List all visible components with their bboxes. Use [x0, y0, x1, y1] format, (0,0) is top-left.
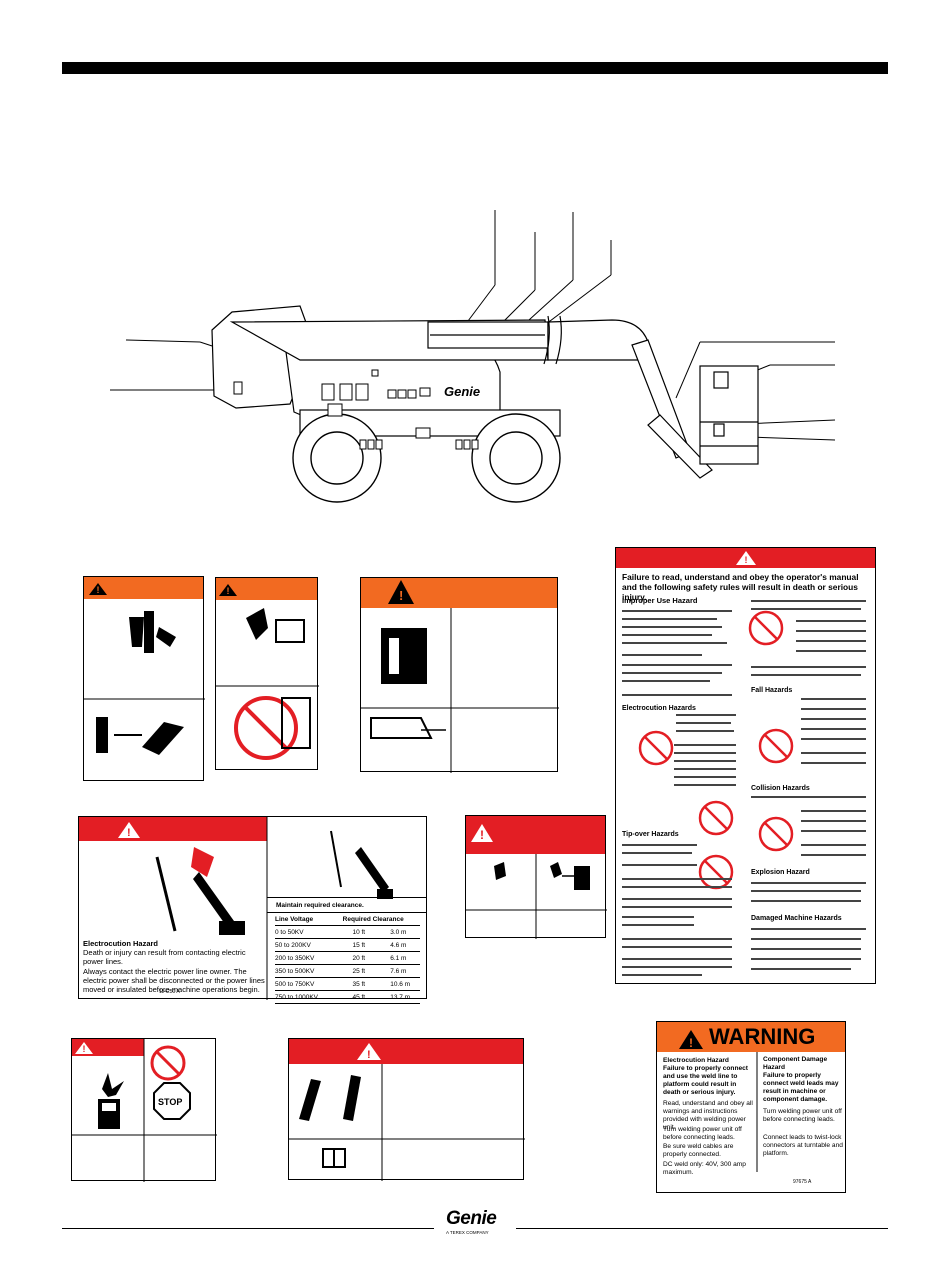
footer-tagline: A TEREX COMPANY [446, 1230, 489, 1235]
svg-text:!: ! [689, 1036, 693, 1050]
safety-headline: Failure to read, understand and obey the… [622, 572, 859, 602]
crush-hazard-decal: ! [83, 576, 205, 781]
svg-text:!: ! [127, 827, 131, 839]
fall-hazard-decal: ! [215, 577, 319, 770]
table-row: 0 to 50KV 10 ft 3.0 m [275, 927, 420, 939]
weld-left-title: Electrocution Hazard [663, 1057, 729, 1064]
weld-left-line4: Be sure weld cables are properly connect… [663, 1143, 734, 1158]
weld-part-number: 97675 A [793, 1179, 812, 1185]
svg-text:!: ! [480, 828, 484, 842]
footer-rule-left [62, 1228, 434, 1229]
weld-right-title: Component Damage Hazard [763, 1056, 828, 1071]
electrocution-line1: Death or injury can result from contacti… [83, 948, 246, 966]
footer-logo: Genie [446, 1208, 497, 1229]
tipover-manual-decal: ! [288, 1038, 525, 1181]
explosion-hazard-decal: ! STOP [71, 1038, 217, 1182]
safety-rules-decal: ! Failure to read, understand and obey t… [615, 547, 876, 984]
svg-text:!: ! [745, 555, 748, 565]
electrocution-header [79, 817, 267, 841]
svg-text:!: ! [227, 586, 230, 596]
safety-section-4: Fall Hazards [751, 687, 793, 694]
weld-left-line2: Read, understand and obey all warnings a… [663, 1100, 753, 1131]
machine-logo: Genie [444, 384, 481, 399]
welding-warning-decal: ! WARNING Electrocution Hazard Failure t… [656, 1021, 846, 1193]
svg-text:!: ! [97, 585, 100, 595]
svg-text:!: ! [399, 588, 403, 603]
safety-section-3: Tip-over Hazards [622, 831, 679, 838]
svg-text:!: ! [83, 1044, 86, 1054]
warning-header: WARNING [709, 1024, 816, 1049]
safety-section-6: Explosion Hazard [751, 869, 810, 876]
hand-hazard-decal: ! [465, 815, 607, 939]
table-row: 750 to 1000KV 45 ft 13.7 m [275, 992, 420, 1004]
footer-rule-right [516, 1228, 888, 1229]
col-voltage: Line Voltage [275, 916, 314, 923]
safety-section-7: Damaged Machine Hazards [751, 915, 842, 922]
header-bar [62, 62, 888, 74]
col-clearance: Required Clearance [342, 916, 404, 923]
svg-text:STOP: STOP [158, 1097, 182, 1107]
clearance-table-title: Maintain required clearance. [276, 902, 364, 909]
weld-right-line2: Turn welding power unit off before conne… [763, 1108, 842, 1123]
safety-section-2: Electrocution Hazards [622, 705, 696, 712]
svg-text:!: ! [367, 1049, 371, 1061]
weld-right-line1: Failure to properly connect weld leads m… [763, 1072, 839, 1103]
table-row: 500 to 750KV 35 ft 10.6 m [275, 979, 420, 991]
weld-left-line1: Failure to properly connect and use the … [663, 1065, 749, 1096]
table-row: 350 to 500KV 25 ft 7.6 m [275, 966, 420, 978]
weld-right-line3: Connect leads to twist-lock connectors a… [763, 1134, 843, 1157]
table-row: 50 to 200KV 15 ft 4.6 m [275, 940, 420, 952]
weld-left-line3: Turn welding power unit off before conne… [663, 1126, 742, 1141]
electrocution-hazard-decal: ! Electrocution Hazard Death or injury c… [78, 816, 427, 1004]
weld-left-line5: DC weld only: 40V, 300 amp maximum. [663, 1161, 746, 1176]
table-row: 200 to 350KV 20 ft 6.1 m [275, 953, 420, 965]
machine-illustration [110, 210, 836, 503]
safety-section-5: Collision Hazards [751, 785, 810, 792]
safety-section-1: Improper Use Hazard [622, 596, 698, 605]
electrocution-line2: Always contact the electric power line o… [83, 967, 265, 994]
electrocution-title: Electrocution Hazard [83, 939, 159, 948]
crush-clearance-decal: ! [360, 577, 559, 773]
electrocution-part-number: 114250 A [159, 989, 180, 995]
